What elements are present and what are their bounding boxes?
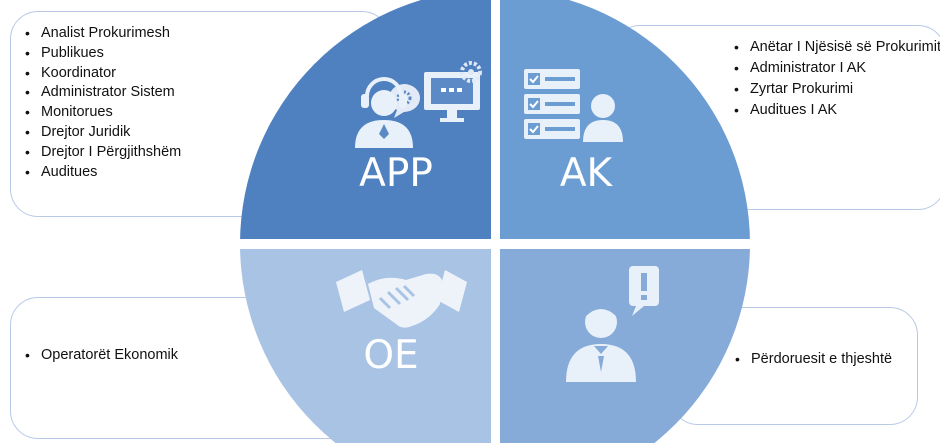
quadrant-app — [240, 0, 491, 239]
ak-label: AK — [560, 151, 614, 196]
pe-roles-list: Përdoruesit e thjeshtë — [734, 350, 917, 369]
list-item: Zyrtar Prokurimi — [733, 79, 940, 100]
oe-roles-list: Operatorët Ekonomik — [24, 346, 367, 366]
handshake-icon — [336, 270, 467, 328]
list-item: Administrator Sistem — [24, 83, 389, 103]
support-agent-icon — [355, 61, 482, 148]
ak-roles-list: Anëtar I Njësisë së Prokurimit Administr… — [733, 37, 940, 121]
list-item: Analist Prokurimesh — [24, 24, 389, 44]
list-item: Përdoruesit e thjeshtë — [734, 350, 911, 369]
list-item: Operatorët Ekonomik — [24, 346, 367, 366]
list-item: Administrator I AK — [733, 58, 940, 79]
quadrant-pe — [500, 249, 750, 443]
list-item: Anëtar I Njësisë së Prokurimit — [733, 37, 940, 58]
list-item: Publikues — [24, 44, 389, 64]
user-alert-icon — [566, 266, 659, 382]
list-item: Drejtor I Përgjithshëm — [24, 143, 389, 163]
list-item: Monitorues — [24, 103, 389, 123]
list-item: Auditues I AK — [733, 100, 940, 121]
list-item: Drejtor Juridik — [24, 123, 389, 143]
app-label: APP — [359, 151, 433, 196]
list-item: Auditues — [24, 163, 389, 183]
checklist-user-icon — [524, 69, 623, 142]
app-roles-list: Analist Prokurimesh Publikues Koordinato… — [24, 24, 389, 182]
list-item: Koordinator — [24, 64, 389, 84]
oe-label: OE — [363, 333, 418, 378]
